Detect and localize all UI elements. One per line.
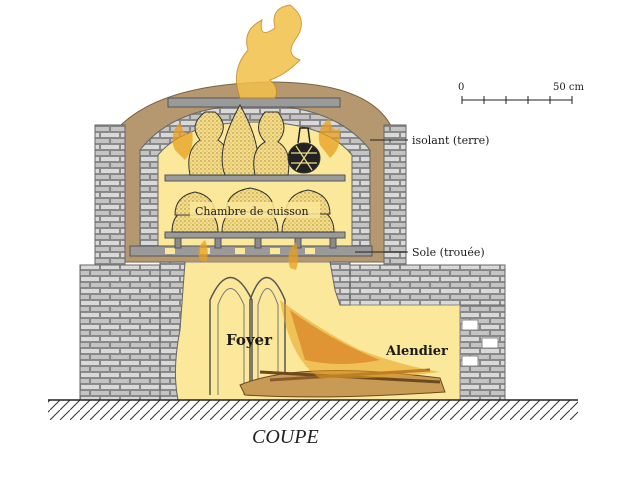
label-alendier: Alendier <box>385 344 448 359</box>
firebox-wall-right <box>329 261 351 306</box>
outer-wall-right-upper <box>383 124 407 266</box>
chamber-flames <box>172 118 341 270</box>
label-chambre-bg <box>190 202 320 218</box>
outer-wall-right-lower <box>349 264 506 306</box>
label-chambre: Chambre de cuisson <box>195 205 309 218</box>
support-arch-detail <box>217 288 279 395</box>
pottery-upper <box>188 103 321 176</box>
top-slab <box>167 97 341 108</box>
label-foyer: Foyer <box>226 331 273 349</box>
scale-bar <box>461 96 573 104</box>
alendier-openings <box>461 319 499 367</box>
ground <box>48 400 578 420</box>
label-isolant: isolant (terre) <box>412 134 489 147</box>
kiln-shelf-lower <box>164 231 346 239</box>
scale-end: 50 cm <box>553 82 585 93</box>
perforated-floor <box>129 245 373 257</box>
outer-wall-left-lower <box>79 264 161 401</box>
scale-start: 0 <box>458 82 464 93</box>
burning-firewood <box>239 300 446 398</box>
chimney-flame <box>235 4 302 99</box>
outer-wall-right-post <box>459 304 506 401</box>
label-sole: Sole (trouée) <box>412 246 485 259</box>
outer-wall-left-upper <box>94 124 126 266</box>
support-arch <box>209 277 286 395</box>
kiln-shelf-upper <box>164 174 346 182</box>
diagram-caption: COUPE <box>252 426 319 448</box>
